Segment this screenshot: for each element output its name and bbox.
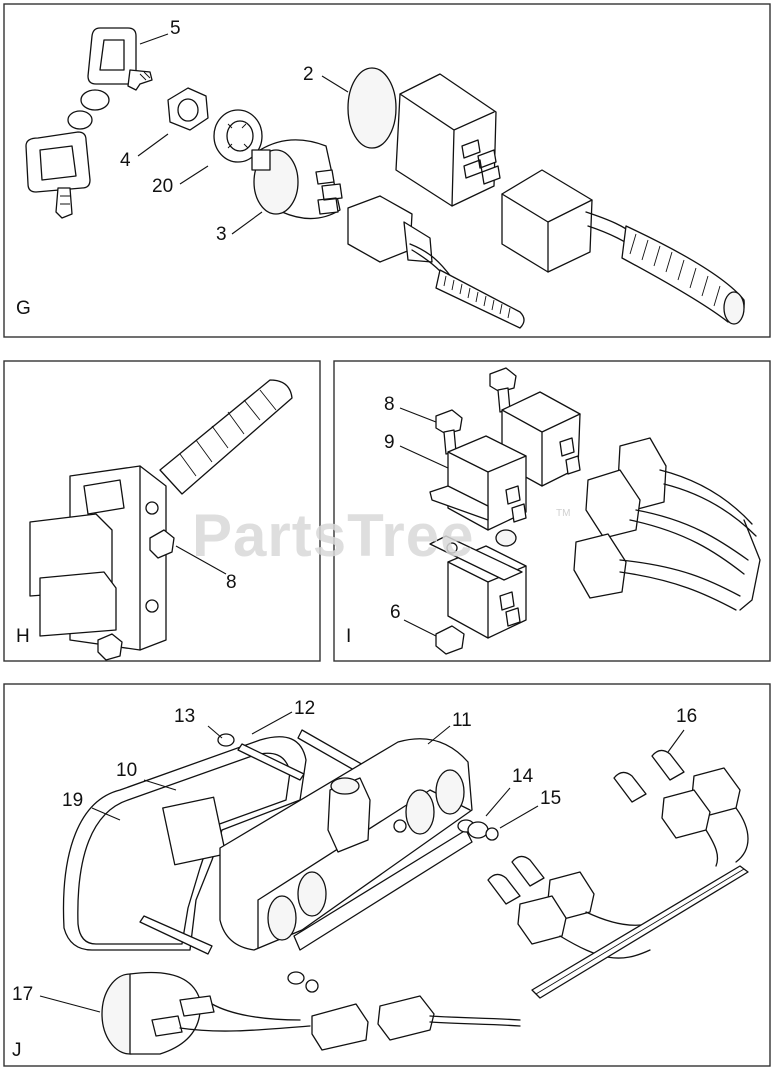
callout-20: 20 bbox=[152, 176, 173, 197]
pto-switch bbox=[347, 67, 501, 207]
watermark: PartsTree bbox=[192, 502, 475, 569]
panel-j-callouts: 13 12 11 16 10 19 14 15 17 J bbox=[12, 698, 697, 1061]
panel-i-label: I bbox=[346, 626, 351, 647]
pto-connector-harness bbox=[501, 169, 745, 325]
callout-19: 19 bbox=[62, 790, 83, 811]
callout-14: 14 bbox=[512, 766, 534, 787]
panel-h-label: H bbox=[16, 626, 30, 647]
callout-3: 3 bbox=[216, 224, 227, 245]
callout-8: 8 bbox=[226, 572, 237, 593]
callout-5: 5 bbox=[170, 18, 181, 39]
callout-9: 9 bbox=[384, 432, 395, 453]
callout-6: 6 bbox=[390, 602, 401, 623]
callout-11: 11 bbox=[452, 710, 472, 731]
nut bbox=[167, 87, 209, 131]
switch-connector-harness bbox=[347, 195, 525, 329]
panel-j-label: J bbox=[12, 1040, 22, 1061]
callout-13: 13 bbox=[174, 706, 195, 727]
watermark-tm: TM bbox=[556, 508, 570, 519]
callout-16: 16 bbox=[676, 706, 697, 727]
callout-10: 10 bbox=[116, 760, 137, 781]
panel-g-label: G bbox=[16, 298, 31, 319]
ignition-switch bbox=[251, 139, 343, 220]
panel-g-callouts: 5 2 4 20 3 G bbox=[16, 18, 349, 319]
callout-4: 4 bbox=[120, 150, 131, 171]
relay-set bbox=[429, 367, 761, 655]
callout-17: 17 bbox=[12, 984, 33, 1005]
panel-h-callouts: 8 H bbox=[16, 545, 237, 647]
key-set bbox=[25, 27, 153, 219]
callout-15: 15 bbox=[540, 788, 561, 809]
callout-8: 8 bbox=[384, 394, 395, 415]
relay-bracket-assembly bbox=[29, 379, 293, 661]
lock-washer bbox=[213, 109, 263, 163]
callout-12: 12 bbox=[294, 698, 315, 719]
callout-2: 2 bbox=[303, 64, 314, 85]
dash-panel-assembly bbox=[62, 729, 749, 1055]
panel-i-callouts: 8 9 6 I bbox=[346, 394, 449, 647]
